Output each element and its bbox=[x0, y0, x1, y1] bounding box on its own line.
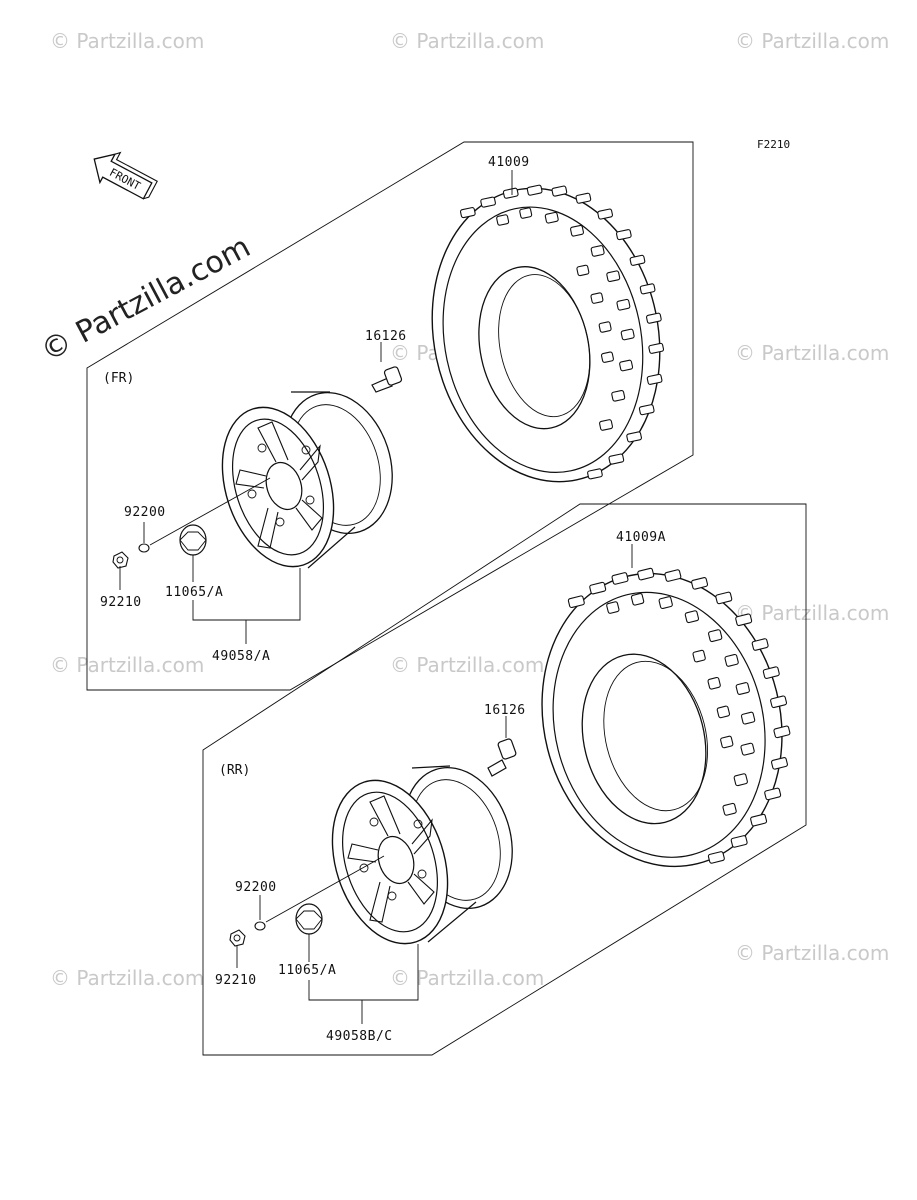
part-number-nut: 92210 bbox=[215, 973, 257, 988]
front-wheel-spokes bbox=[235, 421, 323, 549]
front-section-label: (FR) bbox=[103, 371, 134, 386]
stud-line bbox=[265, 855, 385, 923]
part-number-cap: 11065/A bbox=[165, 585, 223, 600]
front-tire-tread bbox=[459, 184, 665, 480]
rear-tire-tread bbox=[567, 567, 791, 864]
part-number-valve: 16126 bbox=[365, 329, 407, 344]
watermark-text: © Partzilla.com bbox=[735, 341, 889, 365]
watermark-text: © Partzilla.com bbox=[390, 966, 544, 990]
rear-washer bbox=[254, 921, 266, 931]
diagram-code: F2210 bbox=[757, 138, 790, 151]
part-number-washer: 92200 bbox=[124, 505, 166, 520]
leader-bracket bbox=[308, 944, 419, 1024]
watermark-text: © Partzilla.com bbox=[735, 601, 889, 625]
rear-nut bbox=[229, 929, 246, 947]
watermark-text: © Partzilla.com bbox=[50, 966, 204, 990]
front-nut bbox=[112, 551, 129, 569]
rear-wheel-spokes bbox=[347, 795, 435, 923]
watermark-large: © Partzilla.com bbox=[35, 229, 256, 369]
front-tire bbox=[431, 184, 665, 483]
part-number-wheel: 49058/A bbox=[212, 649, 270, 664]
front-valve bbox=[371, 366, 403, 393]
rear-section-frame bbox=[202, 503, 807, 1056]
rear-valve bbox=[487, 738, 517, 777]
watermark-text: © Partzilla.com bbox=[390, 29, 544, 53]
part-number-tire: 41009 bbox=[488, 155, 530, 170]
part-number-valve: 16126 bbox=[484, 703, 526, 718]
front-wheel bbox=[221, 391, 393, 569]
watermark-text: © Partzilla.com bbox=[50, 653, 204, 677]
rear-section: (RR) bbox=[202, 503, 807, 1056]
rear-tire bbox=[541, 567, 791, 868]
part-number-tire: 41009A bbox=[616, 530, 666, 545]
leader-bracket bbox=[192, 568, 301, 644]
rear-section-label: (RR) bbox=[219, 763, 250, 778]
front-arrow-icon: FRONT bbox=[93, 151, 158, 200]
stud-line bbox=[149, 477, 271, 546]
watermark-text: © Partzilla.com bbox=[390, 653, 544, 677]
rear-hub-cap bbox=[295, 903, 323, 935]
watermark-text: © Partzilla.com bbox=[735, 29, 889, 53]
rear-wheel bbox=[331, 765, 513, 945]
part-number-wheel: 49058B/C bbox=[326, 1029, 393, 1044]
front-section-frame bbox=[86, 141, 694, 691]
front-hub-cap bbox=[179, 524, 207, 556]
part-number-cap: 11065/A bbox=[278, 963, 336, 978]
front-washer bbox=[138, 543, 150, 553]
front-section: (FR) bbox=[86, 141, 694, 691]
watermark-text: © Partzilla.com bbox=[735, 941, 889, 965]
part-number-washer: 92200 bbox=[235, 880, 277, 895]
part-number-nut: 92210 bbox=[100, 595, 142, 610]
watermark-text: © Partzilla.com bbox=[50, 29, 204, 53]
